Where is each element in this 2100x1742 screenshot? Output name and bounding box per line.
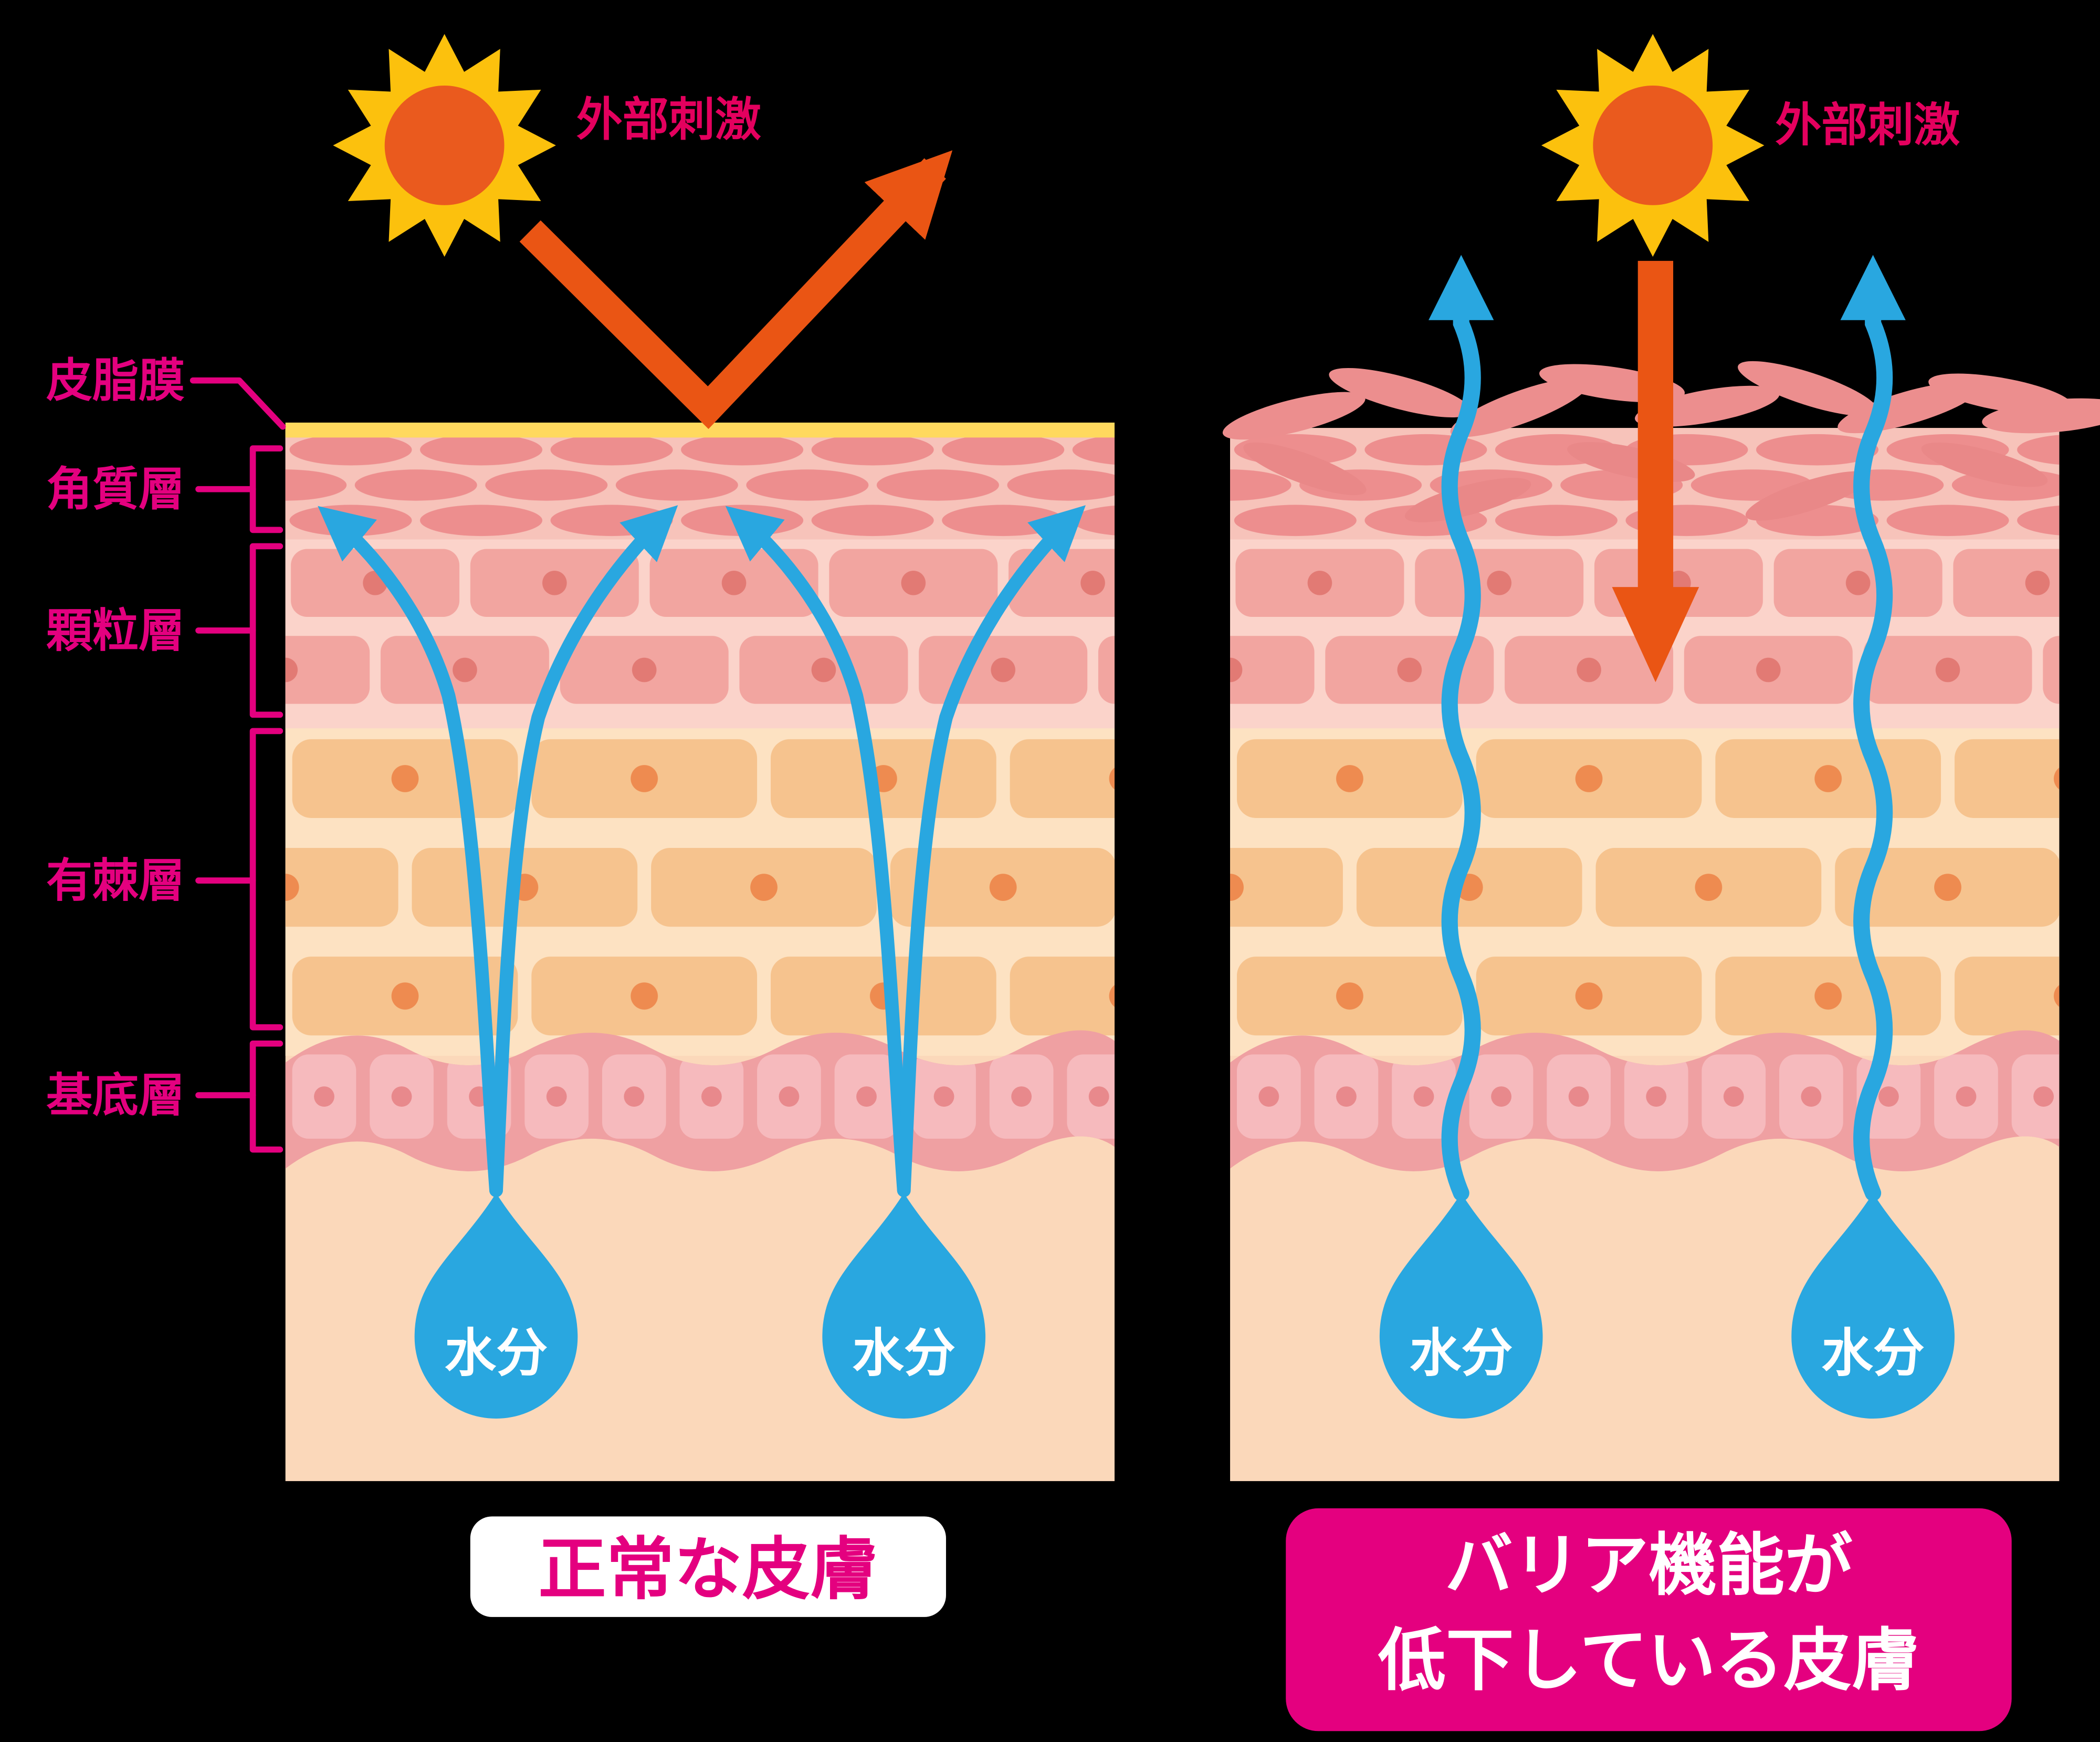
disordered-corneocytes [1243,442,2048,522]
spinous-layer-label: 有棘層 [46,854,185,908]
normal-skin-panel: 水分 水分 外部刺激 正常な皮膚 [285,34,1115,1617]
sebum-film-line [285,422,1115,438]
disordered-cell [1243,442,1367,496]
external-stimulus-label: 外部刺激 [576,92,761,146]
moisture-fountain-arrow [489,505,678,1198]
water-drop-icon: 水分 [822,1193,986,1419]
water-drop-label: 水分 [1410,1324,1513,1383]
granular-layer-label: 顆粒層 [46,603,185,657]
moisture-fountain-arrow [725,506,911,1198]
moisture-escape-arrow [1840,255,1906,1201]
label-bracket [249,543,284,718]
label-bracket [249,728,284,1031]
stratum-corneum-label: 角質層 [46,462,185,516]
peeling-cell-icon [1450,378,1589,437]
water-drop-label: 水分 [445,1324,548,1383]
moisture-fountain-arrow [318,506,503,1198]
peeling-cell-icon [1222,392,1366,440]
caption-damaged-line2: 低下している皮膚 [1378,1621,1920,1700]
caption-normal-skin: 正常な皮膚 [538,1530,878,1609]
water-drop-label: 水分 [852,1324,956,1383]
label-pointer [190,377,286,430]
sun-icon [1541,34,1765,257]
disordered-cell [1745,471,1870,521]
caption-damaged-line1: バリア機能が [1445,1526,1853,1605]
moisture-fountain-arrow [897,505,1086,1198]
peeling-cell-icon [1329,368,1471,417]
sun-icon [333,34,556,257]
label-bracket [249,445,284,533]
left-skin-section [286,428,1115,1481]
water-drop-icon: 水分 [1379,1193,1543,1419]
disordered-cell [1404,478,1531,522]
caption-badge-normal [470,1516,946,1617]
water-drop-icon: 水分 [1791,1193,1955,1419]
label-bracket [249,1040,284,1153]
penetrating-stimulus-arrowhead [1612,587,1699,683]
layer-label-column: 皮脂膜 角質層 顆粒層 有棘層 基底層 [46,353,286,1153]
damaged-skin-panel: 水分 水分 外部刺激 バリア機能が 低下している皮膚 [1222,34,2100,1731]
moisture-escape-arrow [1429,255,1494,1201]
peeling-cell-icon [1738,361,1878,416]
caption-badge-damaged [1286,1508,2012,1731]
reflected-stimulus-arrow [519,150,953,429]
external-stimulus-label: 外部刺激 [1775,98,1960,152]
peeling-cell-icon [1982,398,2100,434]
water-drop-label: 水分 [1821,1324,1925,1383]
disordered-cell [1921,442,2048,487]
water-drop-icon: 水分 [414,1193,578,1419]
basal-layer-label: 基底層 [46,1068,185,1122]
sebum-film-label: 皮脂膜 [46,353,185,407]
